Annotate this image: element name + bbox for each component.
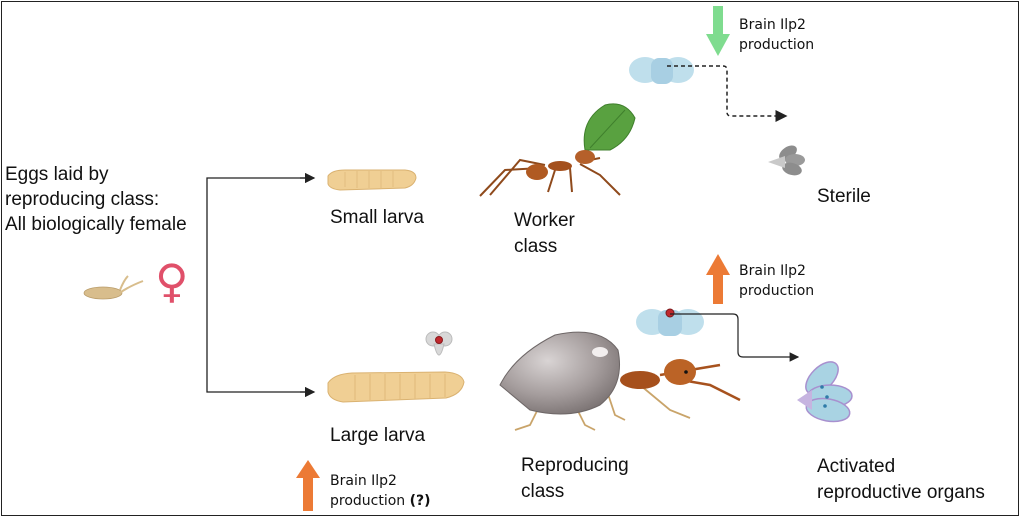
- activated-label-line-1: Activated: [817, 456, 896, 477]
- worker-class-label-line-2: class: [514, 236, 558, 257]
- uncertainty-marker: (?): [409, 493, 431, 509]
- branch-connector: [206, 172, 316, 398]
- down-arrow-icon: [706, 6, 730, 56]
- reproducing-brain-icon: [636, 308, 704, 336]
- origin-text-line-2: reproducing class:: [5, 189, 160, 210]
- activated-ovary-icon: [797, 361, 853, 423]
- larval-brain-icon: [425, 331, 453, 356]
- larva-ilp2-text-line-1: Brain Ilp2: [330, 473, 397, 489]
- larva-ilp2-production: production: [330, 493, 406, 509]
- small-larva-icon: [327, 169, 417, 191]
- worker-class-label-line-1: Worker: [514, 210, 575, 231]
- origin-text-line-3: All biologically female: [5, 214, 187, 235]
- worker-ant-icon: [479, 103, 636, 197]
- larva-up-arrow-icon: [296, 460, 320, 511]
- reproducing-ilp2-text-line-2: production: [739, 283, 815, 299]
- large-larva-label: Large larva: [330, 425, 426, 446]
- larva-ilp2-text-line-2: production (?): [330, 492, 431, 511]
- egg-icon: [83, 275, 144, 300]
- reproducing-ilp2-text-line-1: Brain Ilp2: [739, 263, 806, 279]
- reproducing-class-label-line-2: class: [521, 481, 565, 502]
- large-larva-icon: [327, 371, 465, 403]
- worker-ilp2-text-line-1: Brain Ilp2: [739, 17, 806, 33]
- origin-text-line-1: Eggs laid by: [5, 164, 109, 185]
- dashed-connector: [667, 65, 788, 122]
- solid-connector: [670, 313, 800, 362]
- sterile-label: Sterile: [817, 186, 871, 207]
- reproducing-class-label-line-1: Reproducing: [521, 455, 629, 476]
- worker-ilp2-text-line-2: production: [739, 37, 815, 53]
- reproducing-ant-icon: [499, 331, 741, 431]
- activated-label-line-2: reproductive organs: [817, 482, 985, 503]
- worker-brain-icon: [629, 57, 694, 84]
- up-arrow-icon: [706, 254, 730, 304]
- female-symbol-icon: ♀: [155, 254, 189, 308]
- small-larva-label: Small larva: [330, 207, 424, 228]
- sterile-ovary-icon: [768, 145, 805, 176]
